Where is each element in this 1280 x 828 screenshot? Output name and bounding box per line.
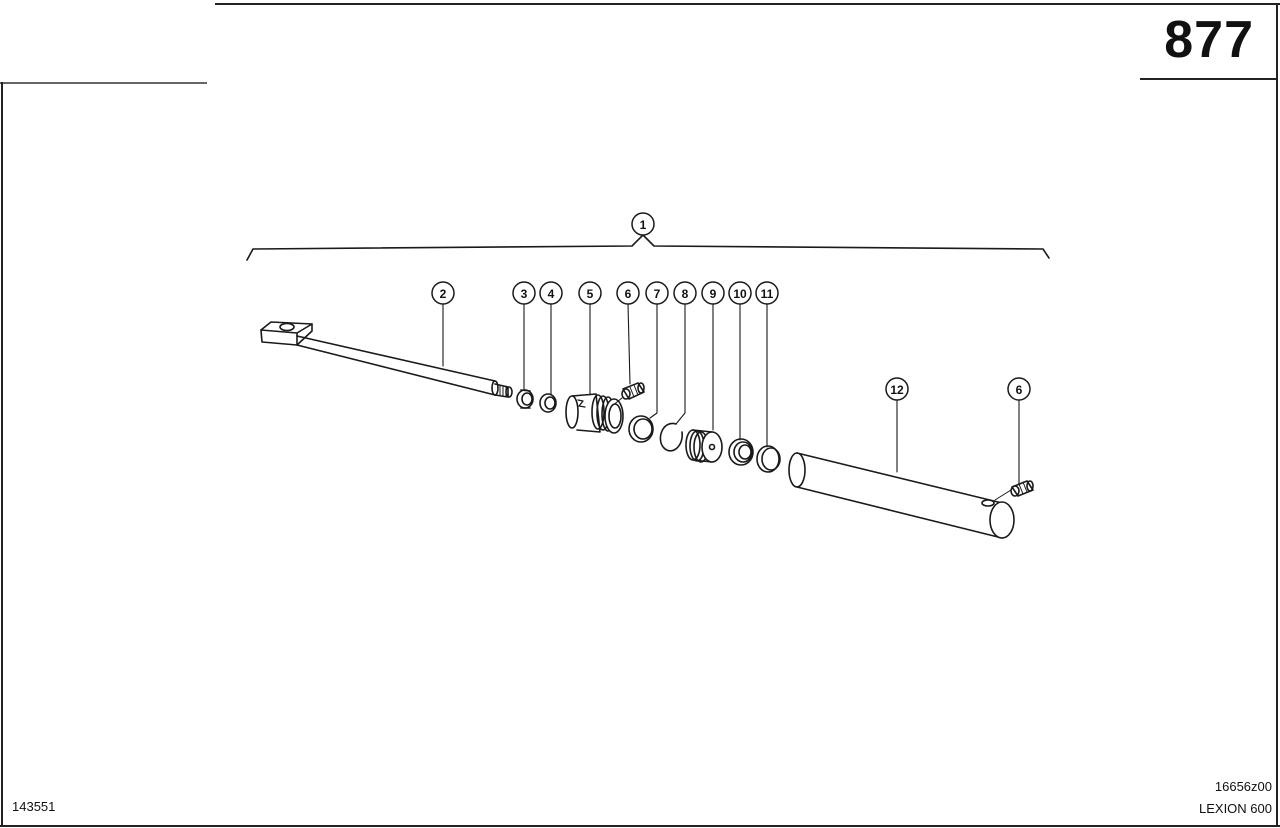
footer-model: LEXION 600 [1199, 801, 1272, 816]
frame-right-border [1276, 3, 1278, 825]
fitting-6b-drawing [994, 480, 1034, 501]
frame-top-border [215, 3, 1280, 5]
seal-ring-3-drawing [516, 389, 534, 409]
footer-left-code: 143551 [12, 799, 56, 814]
callout-8: 8 [682, 287, 689, 301]
page-number: 877 [1164, 11, 1254, 69]
cylinder-tube-12-drawing [788, 452, 1015, 539]
callout-4: 4 [548, 287, 555, 301]
o-ring-7-drawing [628, 415, 654, 443]
callout-5: 5 [587, 287, 594, 301]
piston-rod-drawing [260, 321, 513, 398]
frame-left-border [1, 82, 3, 826]
callout-1: 1 [640, 218, 647, 232]
callout-12: 12 [890, 383, 904, 397]
cylinder-head-5-drawing [565, 393, 624, 434]
callout-6a: 6 [625, 287, 632, 301]
seal-10-drawing [728, 438, 754, 466]
guide-ring-11-drawing [756, 445, 781, 473]
page-number-rule [1140, 78, 1278, 80]
frame-bottom-border [0, 825, 1280, 827]
callout-9: 9 [710, 287, 717, 301]
callout-circles [431, 212, 1031, 401]
assembly-bracket [246, 234, 1050, 261]
callout-3: 3 [521, 287, 528, 301]
wiper-ring-4-drawing [539, 393, 557, 413]
callout-10: 10 [733, 287, 747, 301]
frame-left-top-border [0, 82, 207, 84]
callout-6b: 6 [1016, 383, 1023, 397]
piston-9-drawing [685, 429, 723, 463]
footer-drawing-code: 16656z00 [1214, 779, 1272, 794]
callout-11: 11 [761, 287, 774, 301]
snap-ring-8-drawing [659, 422, 683, 452]
callout-7: 7 [654, 287, 661, 301]
fitting-6a-drawing [611, 382, 645, 407]
callout-2: 2 [440, 287, 447, 301]
leader-lines [442, 303, 1020, 485]
